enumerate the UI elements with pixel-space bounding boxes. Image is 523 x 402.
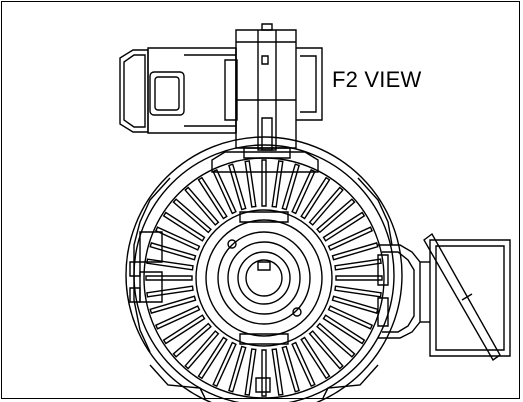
- cooling-fin: [310, 188, 343, 225]
- cooling-fin: [156, 306, 200, 329]
- cooling-fin: [324, 315, 365, 343]
- fin-outer-ring: [144, 158, 384, 398]
- cooling-fin: [262, 160, 266, 206]
- cooling-fin: [185, 331, 218, 368]
- blower-housing: [236, 24, 322, 158]
- cooling-fin: [199, 338, 227, 379]
- cooling-fin: [329, 227, 373, 250]
- cooling-fin: [335, 259, 381, 270]
- cooling-fin: [245, 349, 256, 395]
- cooling-fins: [144, 158, 384, 398]
- terminal-box: [378, 234, 510, 360]
- cooling-fin: [164, 213, 205, 241]
- cooling-fin: [174, 324, 211, 357]
- cooling-fin: [229, 347, 246, 392]
- cooling-fin: [174, 199, 211, 232]
- cooling-fin: [335, 286, 381, 297]
- cooling-fin: [292, 170, 315, 214]
- motor-frame: [126, 137, 402, 402]
- cooling-fin: [156, 227, 200, 250]
- cooling-fin: [229, 164, 246, 209]
- cooling-fin: [272, 349, 283, 395]
- cooling-fin: [336, 276, 382, 280]
- cooling-fin: [272, 161, 283, 207]
- cooling-fin: [245, 161, 256, 207]
- cooling-fin: [292, 343, 315, 387]
- cooling-fin: [147, 259, 193, 270]
- cooling-fin: [199, 178, 227, 219]
- cooling-fin: [301, 338, 329, 379]
- cooling-fin: [185, 188, 218, 225]
- cooling-fin: [282, 347, 299, 392]
- cooling-fin: [317, 324, 354, 357]
- cooling-fin: [164, 315, 205, 343]
- cooling-fin: [317, 199, 354, 232]
- cooling-fin: [301, 178, 329, 219]
- cooling-fin: [146, 276, 192, 280]
- cooling-fin: [333, 296, 378, 313]
- cooling-fin: [147, 286, 193, 297]
- cooling-fin: [213, 170, 236, 214]
- cooling-fin: [282, 164, 299, 209]
- cooling-fin: [324, 213, 365, 241]
- cooling-fin: [213, 343, 236, 387]
- cooling-fin: [262, 350, 266, 396]
- view-label: F2 VIEW: [332, 67, 422, 92]
- cooling-fin: [333, 243, 378, 260]
- blower-motor: [120, 48, 237, 133]
- cooling-fin: [150, 243, 195, 260]
- shaft-hub: [196, 210, 332, 346]
- cooling-fin: [150, 296, 195, 313]
- cooling-fin: [329, 306, 373, 329]
- cooling-fin: [310, 331, 343, 368]
